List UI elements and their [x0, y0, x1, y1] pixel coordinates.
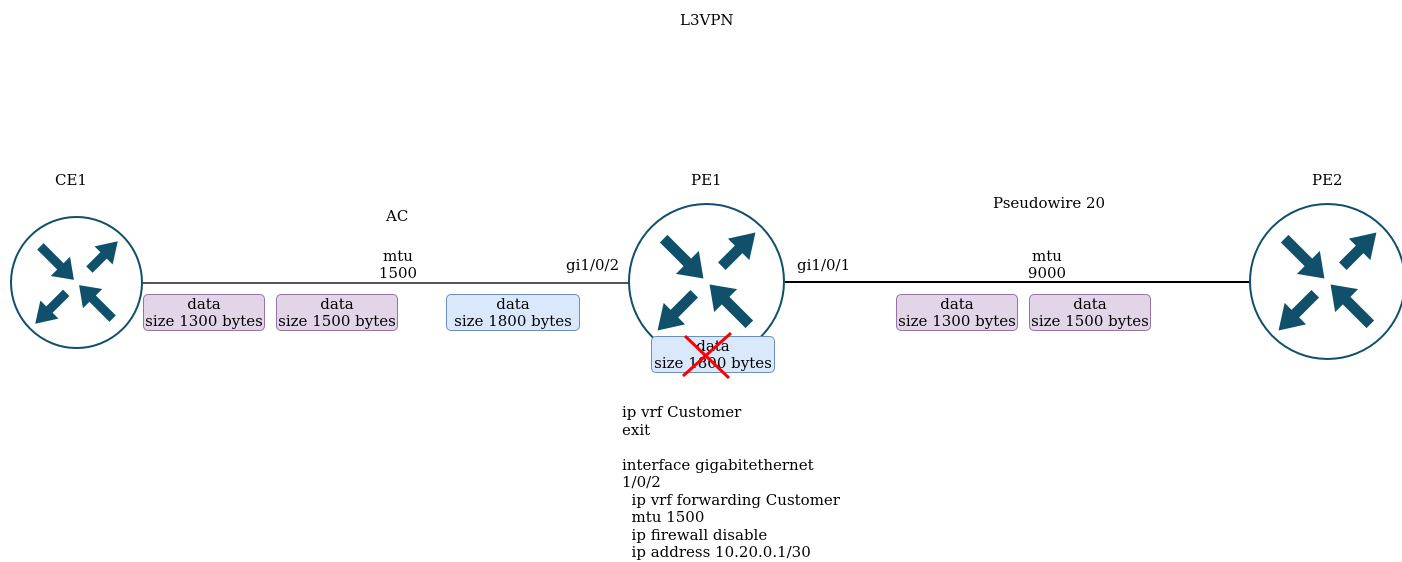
- red-x-icon: [681, 331, 733, 380]
- packet-title: data: [496, 295, 530, 313]
- packet-title: data: [940, 295, 974, 313]
- packet-size: size 1300 bytes: [145, 312, 263, 330]
- pe2-router: [1249, 203, 1402, 360]
- packet-ac-1500: data size 1500 bytes: [276, 294, 398, 331]
- packet-pw-1300: data size 1300 bytes: [896, 294, 1018, 331]
- router-icon: [657, 232, 756, 331]
- packet-size: size 1300 bytes: [898, 312, 1016, 330]
- ac-mtu-caption: mtu: [383, 247, 413, 265]
- ac-mtu-label: mtu 1500: [370, 248, 426, 282]
- ac-mtu-value: 1500: [378, 264, 418, 282]
- pe1-config-snippet: ip vrf Customer exit interface gigabitet…: [622, 403, 840, 561]
- pseudowire-mtu-value: 9000: [1027, 264, 1067, 282]
- diagram-title: L3VPN: [680, 11, 734, 29]
- pseudowire-link-line: [785, 281, 1251, 283]
- packet-pw-1500: data size 1500 bytes: [1029, 294, 1151, 331]
- ac-link-line: [140, 282, 630, 284]
- pseudowire-link-label: Pseudowire 20: [993, 194, 1106, 212]
- ce1-router: [10, 216, 143, 349]
- pe2-label: PE2: [1312, 171, 1343, 189]
- packet-size: size 1500 bytes: [1031, 312, 1149, 330]
- pseudowire-mtu-label: mtu 9000: [1019, 248, 1075, 282]
- ac-link-label: AC: [386, 207, 409, 225]
- packet-title: data: [1073, 295, 1107, 313]
- packet-ac-1800: data size 1800 bytes: [446, 294, 580, 331]
- packet-size: size 1500 bytes: [278, 312, 396, 330]
- pe1-interface-gi1-0-1: gi1/0/1: [797, 256, 851, 274]
- pe1-label: PE1: [691, 171, 722, 189]
- packet-size: size 1800 bytes: [454, 312, 572, 330]
- packet-title: data: [187, 295, 221, 313]
- router-icon: [35, 241, 118, 324]
- pseudowire-mtu-caption: mtu: [1032, 247, 1062, 265]
- router-icon: [1278, 232, 1377, 331]
- packet-title: data: [320, 295, 354, 313]
- ce1-label: CE1: [55, 171, 87, 189]
- pe1-interface-gi1-0-2: gi1/0/2: [566, 256, 620, 274]
- packet-ac-1300: data size 1300 bytes: [143, 294, 265, 331]
